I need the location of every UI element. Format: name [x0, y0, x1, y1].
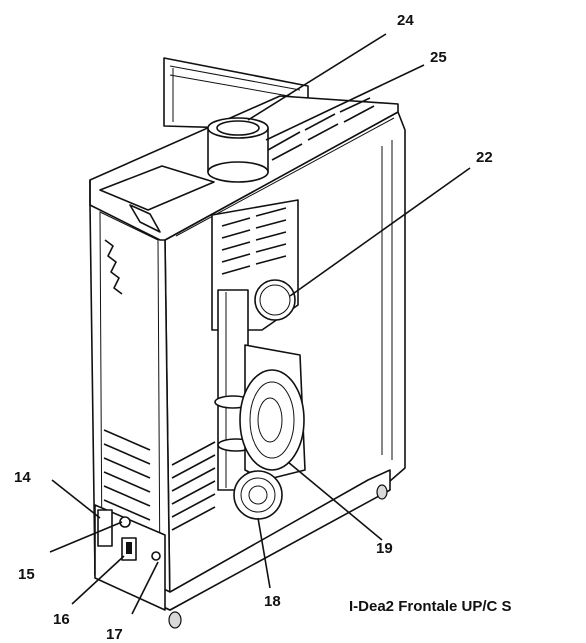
vent-slots-top — [267, 97, 375, 161]
callout-19: 19 — [376, 540, 393, 557]
vent-slots-lower — [171, 441, 216, 531]
flue-pipe — [214, 289, 255, 491]
callout-15: 15 — [18, 566, 35, 583]
extractor-motor — [233, 470, 283, 520]
fan-housing — [239, 344, 306, 481]
leader-lines — [49, 33, 471, 615]
callout-14: 14 — [14, 469, 31, 486]
callout-22: 22 — [476, 149, 493, 166]
air-intake — [254, 279, 296, 321]
model-caption: I-Dea2 Frontale UP/C S — [349, 598, 512, 615]
callout-24: 24 — [397, 12, 414, 29]
flue-outlet — [207, 117, 269, 183]
callout-18: 18 — [264, 593, 281, 610]
callout-17: 17 — [106, 626, 123, 643]
vent-slots-side — [103, 429, 151, 521]
callout-16: 16 — [53, 611, 70, 628]
callout-25: 25 — [430, 49, 447, 66]
